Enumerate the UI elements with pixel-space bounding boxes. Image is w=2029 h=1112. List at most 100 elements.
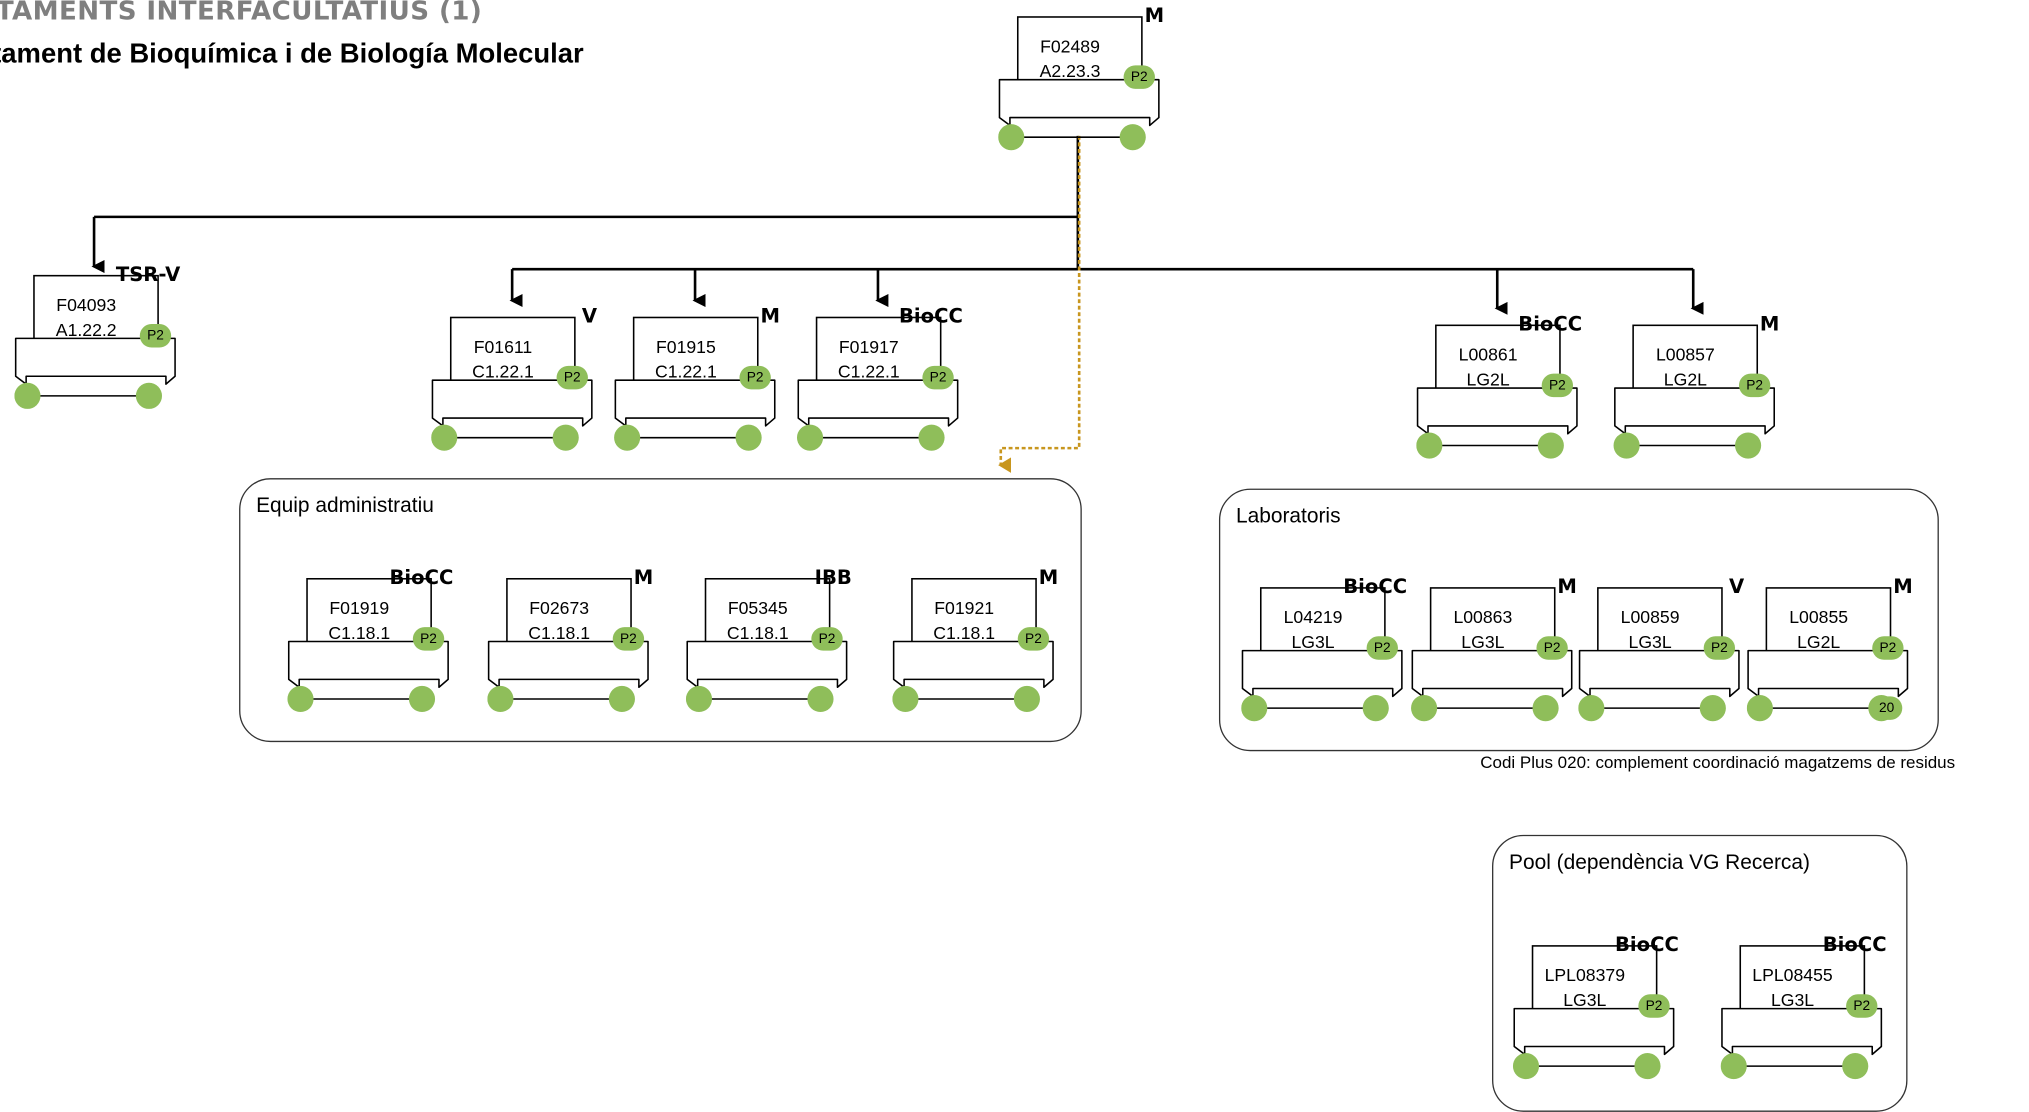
position-tag: M bbox=[1893, 574, 1913, 599]
position-code: F02673 bbox=[529, 598, 590, 618]
position-code: L00861 bbox=[1458, 344, 1518, 365]
position-location: A1.22.2 bbox=[55, 320, 117, 340]
position-tag: M bbox=[1144, 3, 1165, 28]
position-location: C1.22.1 bbox=[837, 361, 900, 382]
connector-dot bbox=[1746, 695, 1773, 722]
box-shape bbox=[287, 577, 449, 713]
box-shape bbox=[1411, 587, 1573, 722]
position-code: F02489 bbox=[1040, 36, 1100, 57]
position-tag: M bbox=[1038, 565, 1059, 590]
box-shape bbox=[685, 577, 848, 713]
position-tag: M bbox=[760, 304, 780, 328]
position-location: LG3L bbox=[1628, 632, 1672, 652]
plus-code-badge: 20 bbox=[1870, 696, 1903, 720]
position-code: F01921 bbox=[934, 598, 995, 618]
position-code: L00859 bbox=[1620, 607, 1680, 628]
footnote: Codi Plus 020: complement coordinació ma… bbox=[1480, 752, 1956, 773]
connector-dot bbox=[1699, 695, 1726, 722]
box-shape bbox=[487, 577, 649, 713]
group-title: Laboratoris bbox=[1235, 505, 1341, 528]
position-tag: BioCC bbox=[1822, 932, 1887, 957]
box-shape bbox=[614, 316, 776, 451]
position-location: LG3L bbox=[1461, 632, 1505, 652]
p2-badge: P2 bbox=[1846, 994, 1878, 1018]
p2-badge: P2 bbox=[412, 627, 445, 651]
position-location: C1.18.1 bbox=[933, 623, 996, 643]
connector-dot bbox=[1735, 432, 1762, 459]
position-tag: BioCC bbox=[1518, 312, 1583, 336]
p2-badge: P2 bbox=[1123, 65, 1155, 89]
position-code: LPL08379 bbox=[1544, 965, 1626, 986]
position-tag: BioCC bbox=[389, 565, 454, 590]
box-shape bbox=[1241, 587, 1403, 722]
position-code: F01919 bbox=[329, 598, 390, 618]
position-code: F04093 bbox=[56, 295, 117, 315]
position-location: C1.18.1 bbox=[528, 623, 591, 643]
position-tag: BioCC bbox=[1343, 574, 1408, 599]
position-tag: BioCC bbox=[1614, 932, 1679, 957]
position-code: F01611 bbox=[473, 337, 533, 357]
connector-dot bbox=[735, 424, 762, 451]
position-location: LG3L bbox=[1291, 632, 1335, 652]
connector-dot bbox=[807, 685, 834, 713]
department-title: tament de Bioquímica i de Biología Molec… bbox=[0, 39, 584, 70]
position-tag: M bbox=[1759, 312, 1780, 336]
p2-badge: P2 bbox=[1703, 636, 1736, 660]
connector-dot bbox=[1532, 695, 1559, 722]
connector-dot bbox=[608, 685, 635, 713]
p2-badge: P2 bbox=[1536, 636, 1568, 660]
position-location: C1.18.1 bbox=[328, 623, 391, 643]
position-location: C1.22.1 bbox=[655, 361, 717, 382]
position-location: C1.22.1 bbox=[472, 361, 534, 382]
connector-dot bbox=[998, 124, 1025, 151]
connector-dot bbox=[1842, 1053, 1869, 1080]
connector-dot bbox=[918, 424, 945, 451]
p2-badge: P2 bbox=[811, 627, 843, 651]
position-location: LG3L bbox=[1770, 990, 1815, 1010]
connector-dot bbox=[1512, 1053, 1540, 1080]
box-shape bbox=[998, 16, 1160, 151]
position-location: LG3L bbox=[1563, 990, 1607, 1010]
position-location: LG2L bbox=[1663, 369, 1707, 390]
position-tag: V bbox=[1729, 574, 1745, 599]
position-code: F05345 bbox=[727, 598, 788, 618]
connector-dot bbox=[135, 382, 163, 409]
connector-dot bbox=[1362, 695, 1389, 722]
box-shape bbox=[1512, 945, 1675, 1080]
p2-badge: P2 bbox=[139, 324, 172, 348]
connector-dot bbox=[614, 424, 641, 451]
box-shape bbox=[1416, 324, 1578, 459]
connector-dot bbox=[1720, 1053, 1747, 1080]
position-tag: M bbox=[633, 565, 654, 590]
p2-badge: P2 bbox=[1017, 627, 1050, 651]
connector-dot bbox=[487, 685, 514, 713]
position-location: LG2L bbox=[1797, 632, 1841, 652]
p2-badge: P2 bbox=[1872, 636, 1904, 660]
box-shape bbox=[796, 316, 959, 451]
position-code: L00855 bbox=[1789, 607, 1849, 628]
p2-badge: P2 bbox=[922, 365, 954, 390]
position-tag: V bbox=[581, 304, 598, 328]
p2-badge: P2 bbox=[1366, 636, 1398, 660]
box-shape bbox=[1613, 324, 1776, 459]
connector-dot bbox=[1013, 685, 1040, 713]
position-code: L04219 bbox=[1283, 607, 1343, 628]
connector-dot bbox=[1411, 695, 1438, 722]
connector-dot bbox=[1634, 1053, 1661, 1080]
group-title: Equip administratiu bbox=[256, 495, 434, 518]
position-code: F01917 bbox=[838, 337, 899, 357]
p2-badge: P2 bbox=[612, 627, 645, 651]
